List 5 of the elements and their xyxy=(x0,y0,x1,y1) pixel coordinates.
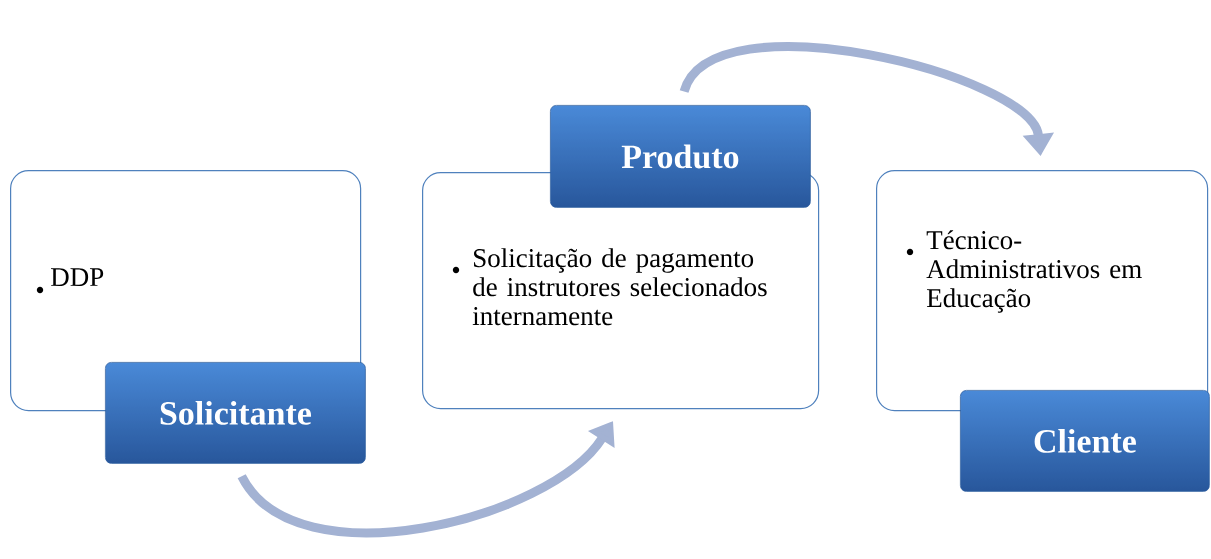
text-box: Técnico-Administrativos em Educação xyxy=(876,170,1209,412)
label-tab: Cliente xyxy=(960,390,1210,492)
label-tab: Solicitante xyxy=(105,362,366,464)
text-box: Solicitação de pagamento de instrutores selecionados internamente xyxy=(422,172,820,410)
label-tab: Produto xyxy=(550,105,811,208)
